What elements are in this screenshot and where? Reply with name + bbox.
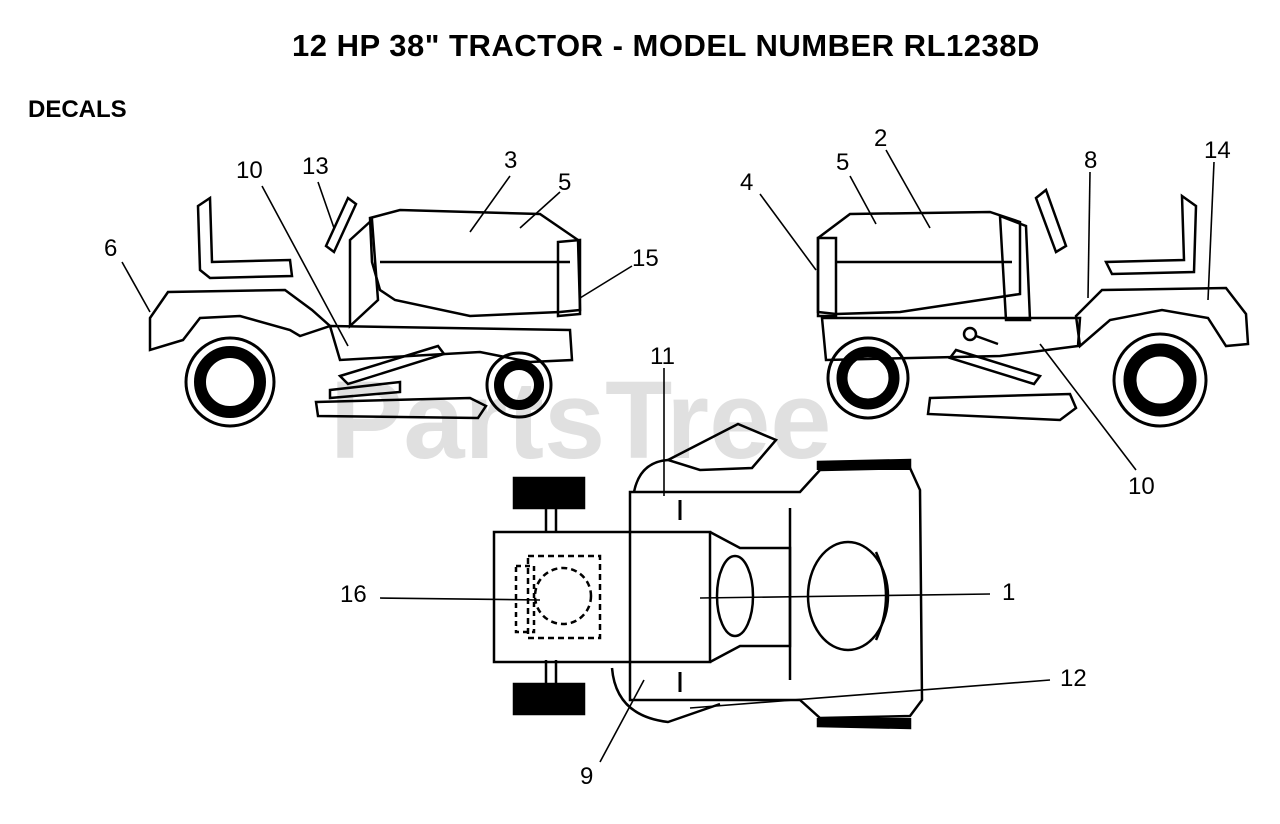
leader-5-left <box>519 191 561 229</box>
leader-6 <box>121 261 151 313</box>
front-wheel-right <box>826 336 910 420</box>
front-axle-right <box>544 660 558 684</box>
callout-15: 15 <box>632 245 659 272</box>
callout-5-left: 5 <box>558 169 571 196</box>
dash-console <box>348 217 380 329</box>
grille <box>556 238 582 318</box>
rear-wheel-hub <box>194 346 266 418</box>
leader-1 <box>699 593 991 599</box>
grille-right <box>816 236 838 318</box>
discharge-chute-top <box>664 422 779 472</box>
left-side-view <box>148 195 582 428</box>
callout-6: 6 <box>104 235 117 262</box>
right-side-view <box>816 187 1250 428</box>
leader-14 <box>1207 161 1215 301</box>
leader-12 <box>689 679 1051 709</box>
deck-lift-lever <box>337 344 447 386</box>
rear-wheel-right <box>1112 332 1208 428</box>
callout-14: 14 <box>1204 137 1231 164</box>
front-wheel-hub-right <box>836 346 900 410</box>
steering-column-top <box>715 554 755 638</box>
rear-tire-top-left <box>816 458 912 470</box>
deck-lower-left <box>610 667 721 724</box>
hood-decal-outline <box>526 554 602 640</box>
steering-wheel-right <box>1034 187 1068 254</box>
leader-3-left <box>469 175 511 233</box>
callout-5-right: 5 <box>836 149 849 176</box>
callout-12: 12 <box>1060 665 1087 692</box>
leader-13 <box>317 181 335 229</box>
lift-knob-right <box>962 326 978 342</box>
rear-fender-right <box>1074 286 1250 349</box>
lift-rod-right <box>975 334 999 346</box>
front-left-tire <box>512 476 586 510</box>
section-heading: DECALS <box>28 96 127 123</box>
watermark: PartsTree <box>330 359 831 482</box>
callout-13: 13 <box>302 153 329 180</box>
callout-10-left: 10 <box>236 157 263 184</box>
mower-deck <box>314 396 488 420</box>
deck-chute <box>328 380 402 400</box>
seat <box>196 195 294 280</box>
main-body-top <box>628 466 924 720</box>
deck-lift-lever-right <box>947 348 1043 386</box>
front-axle-left <box>544 508 558 532</box>
hood-right <box>816 210 1022 316</box>
callout-16: 16 <box>340 581 367 608</box>
leader-8 <box>1087 171 1091 299</box>
rear-wheel <box>184 336 276 428</box>
rear-fender <box>148 288 333 352</box>
page-title: 12 HP 38" TRACTOR - MODEL NUMBER RL1238D <box>292 28 1040 63</box>
frame-right <box>820 316 1082 362</box>
callout-10-right: 10 <box>1128 473 1155 500</box>
callout-2: 2 <box>874 125 887 152</box>
leader-4 <box>759 193 817 271</box>
callout-11: 11 <box>650 343 675 370</box>
leader-5-right <box>849 175 877 225</box>
leader-2 <box>885 149 931 229</box>
leader-10-left <box>261 185 349 347</box>
leader-15 <box>579 265 633 299</box>
seat-right <box>1104 193 1198 276</box>
callout-9: 9 <box>580 763 593 790</box>
callout-4: 4 <box>740 169 753 196</box>
hood-top <box>492 530 712 664</box>
frame <box>328 324 574 364</box>
front-right-tire <box>512 682 586 716</box>
callout-8: 8 <box>1084 147 1097 174</box>
front-wheel-hub <box>494 360 544 410</box>
leader-16 <box>379 597 541 601</box>
dash-console-right <box>998 214 1032 322</box>
rear-tire-top-right <box>816 718 912 730</box>
front-wheel <box>485 351 553 419</box>
callout-numbers: 10 13 3 5 6 15 4 5 2 8 14 10 11 16 1 12 … <box>104 125 1231 790</box>
hood-decal-logo <box>533 566 593 626</box>
top-view <box>492 422 924 730</box>
callout-3-left: 3 <box>504 147 517 174</box>
mower-deck-right <box>926 392 1078 422</box>
callout-1: 1 <box>1002 579 1015 606</box>
leader-10-right <box>1039 343 1137 471</box>
rear-wheel-hub-right <box>1123 343 1197 417</box>
steering-wheel <box>324 196 358 254</box>
leader-lines <box>121 149 1215 763</box>
leader-9 <box>599 679 645 763</box>
